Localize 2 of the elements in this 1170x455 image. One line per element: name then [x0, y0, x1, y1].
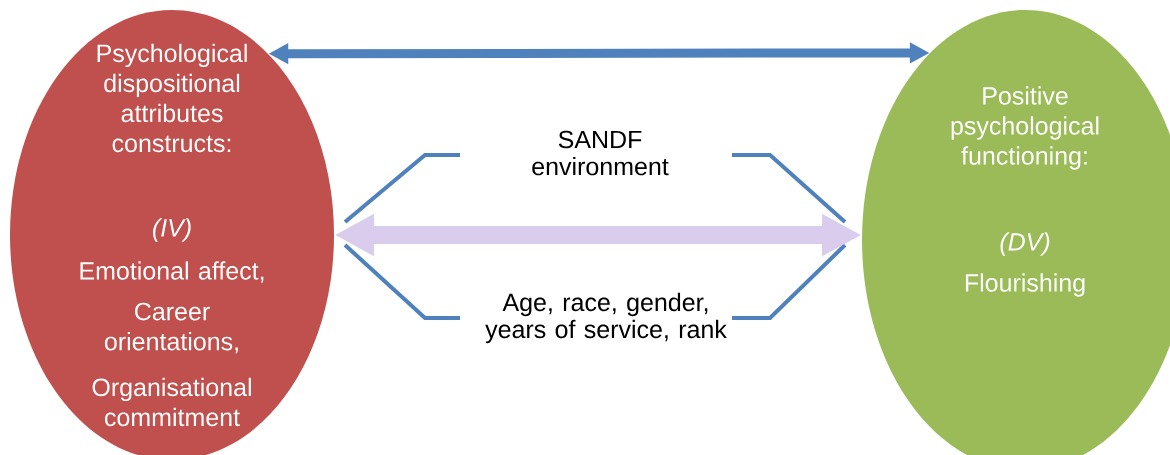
moderator-text: SANDF environment [532, 130, 669, 176]
moderator-text: Age, race, gender, years of service, rank [485, 292, 727, 344]
